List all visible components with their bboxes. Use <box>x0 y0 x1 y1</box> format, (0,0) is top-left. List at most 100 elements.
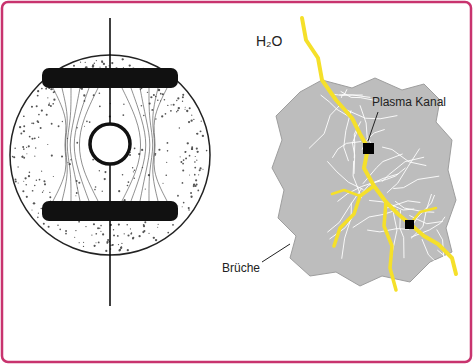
speckle <box>53 92 55 94</box>
speckle <box>147 92 148 93</box>
speckle <box>189 107 191 109</box>
speckle <box>42 192 43 193</box>
speckle <box>22 190 24 192</box>
speckle <box>37 95 39 97</box>
speckle <box>23 115 25 117</box>
speckle <box>155 154 156 155</box>
speckle <box>85 62 86 63</box>
speckle <box>105 66 107 68</box>
speckle <box>22 146 24 148</box>
speckle <box>183 202 185 204</box>
speckle <box>62 121 63 122</box>
speckle <box>195 179 197 181</box>
speckle <box>46 114 48 116</box>
speckle <box>182 94 184 96</box>
channel-marker <box>405 220 414 229</box>
speckle <box>195 185 197 187</box>
speckle <box>58 125 60 127</box>
speckle <box>50 88 52 90</box>
speckle <box>73 65 75 67</box>
speckle <box>75 195 76 196</box>
speckle <box>103 63 105 65</box>
speckle <box>141 149 143 151</box>
speckle <box>195 156 196 157</box>
speckle <box>100 67 101 68</box>
speckle <box>40 208 41 209</box>
speckle <box>51 123 53 125</box>
speckle <box>79 242 80 243</box>
speckle <box>122 59 123 60</box>
speckle <box>33 202 35 204</box>
speckle <box>113 229 114 230</box>
leader-line <box>262 244 290 262</box>
speckle <box>43 190 44 191</box>
speckle <box>188 207 190 209</box>
fracture <box>342 203 352 259</box>
speckle <box>179 127 180 128</box>
speckle <box>118 244 119 245</box>
leader-line <box>368 112 378 141</box>
speckle <box>81 88 83 90</box>
speckle <box>21 156 23 158</box>
fracture <box>339 89 347 95</box>
speckle <box>26 147 27 148</box>
speckle <box>23 125 25 127</box>
speckle <box>170 110 172 112</box>
speckle <box>173 104 175 106</box>
speckle <box>206 150 208 152</box>
speckle <box>185 157 187 159</box>
speckle <box>200 130 202 132</box>
speckle <box>39 179 41 181</box>
speckle <box>111 62 113 64</box>
speckle <box>36 105 38 107</box>
speckle <box>35 147 36 148</box>
speckle <box>132 237 134 239</box>
speckle <box>31 138 33 140</box>
speckle <box>185 107 186 108</box>
speckle <box>201 121 202 122</box>
speckle <box>120 247 122 249</box>
speckle <box>198 174 199 175</box>
speckle <box>196 148 198 150</box>
fracture <box>309 105 340 148</box>
speckle <box>106 241 108 243</box>
speckle <box>52 103 54 105</box>
speckle <box>93 223 95 225</box>
speckle <box>49 103 50 104</box>
speckle <box>100 225 102 227</box>
speckle <box>183 159 185 161</box>
speckle <box>76 192 78 194</box>
speckle <box>104 178 106 180</box>
speckle <box>193 185 195 187</box>
channel-marker <box>363 143 374 154</box>
speckle <box>132 237 134 239</box>
speckle <box>143 225 145 227</box>
speckle <box>189 155 191 157</box>
speckle <box>118 190 120 192</box>
speckle <box>99 170 100 171</box>
speckle <box>26 153 27 154</box>
speckle <box>191 146 193 148</box>
speckle <box>194 161 196 163</box>
speckle <box>97 227 99 229</box>
speckle <box>122 114 124 116</box>
speckle <box>38 213 39 214</box>
speckle <box>188 209 189 210</box>
speckle <box>119 249 121 251</box>
speckle <box>127 234 129 236</box>
speckle <box>74 237 75 238</box>
speckle <box>78 182 80 184</box>
speckle <box>133 171 134 172</box>
speckle <box>148 233 149 234</box>
speckle <box>49 196 51 198</box>
speckle <box>167 142 169 144</box>
speckle <box>80 62 81 63</box>
speckle <box>185 151 187 153</box>
speckle <box>59 229 61 231</box>
speckle <box>112 244 114 246</box>
speckle <box>95 233 97 235</box>
speckle <box>134 147 136 149</box>
speckle <box>177 97 179 99</box>
speckle <box>123 67 124 68</box>
